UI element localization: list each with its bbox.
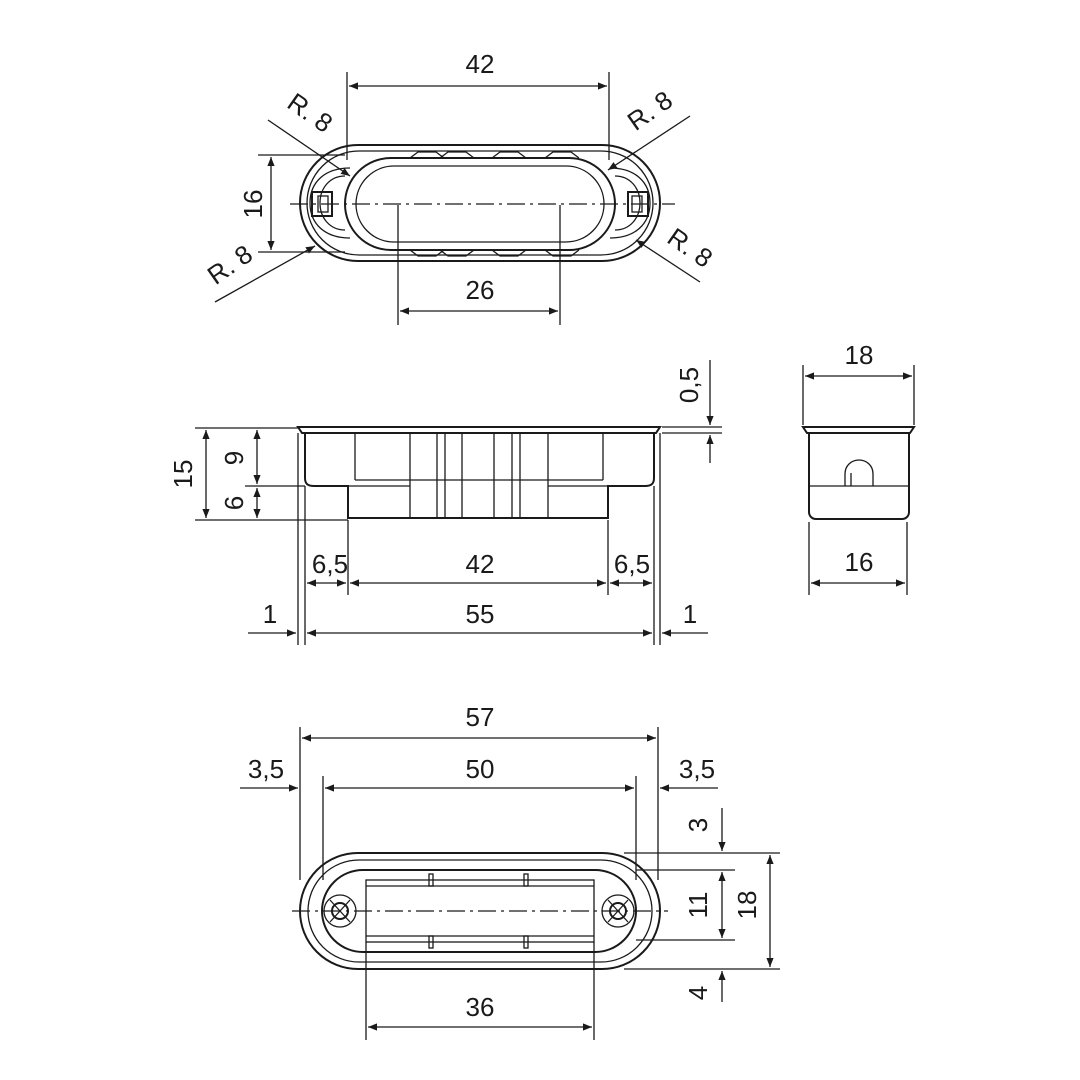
bottom-dim-3: 3: [683, 818, 713, 832]
bottom-dim-18: 18: [732, 891, 762, 920]
end-dim-16: 16: [845, 547, 874, 577]
top-inner-rim: [306, 150, 654, 256]
top-left-screw-pocket: [309, 167, 351, 239]
radius-leader-bl: [214, 245, 316, 303]
side-flange: [296, 426, 662, 434]
end-dim-18: 18: [845, 340, 874, 370]
top-view: 42 16 26 R. 8 R. 8 R. 8 R. 8: [202, 49, 718, 325]
side-dim-6: 6: [219, 496, 249, 510]
top-ribs: [409, 151, 580, 257]
top-dim-42: 42: [466, 49, 495, 79]
bottom-dim-35-left: 3,5: [248, 754, 284, 784]
side-dim-65-right: 6,5: [614, 549, 650, 579]
bottom-dim-35-right: 3,5: [679, 754, 715, 784]
radius-label-tl: R. 8: [282, 87, 338, 139]
side-dim-1-left: 1: [263, 599, 277, 629]
end-screw-boss: [844, 459, 874, 486]
bottom-dim-11: 11: [683, 892, 713, 919]
side-dim-55: 55: [466, 599, 495, 629]
end-flange: [801, 426, 916, 434]
top-right-screw-pocket: [609, 167, 651, 239]
side-dim-9: 9: [219, 451, 249, 465]
radius-leader-tl: [267, 119, 351, 177]
bottom-dim-57: 57: [466, 702, 495, 732]
side-dim-15: 15: [168, 460, 198, 489]
side-dim-05: 0,5: [674, 367, 704, 403]
bottom-dim-50: 50: [466, 754, 495, 784]
radius-leader-tr: [607, 115, 691, 171]
end-view: 18 16: [801, 340, 916, 595]
top-outer-flange: [299, 144, 661, 262]
bottom-dim-4: 4: [683, 986, 713, 1000]
bottom-dim-36: 36: [466, 992, 495, 1022]
side-dim-65-left: 6,5: [312, 549, 348, 579]
top-dim-26: 26: [466, 275, 495, 305]
top-dim-16: 16: [238, 190, 268, 219]
side-body: [304, 433, 655, 519]
end-body: [808, 433, 910, 520]
side-dim-42: 42: [466, 549, 495, 579]
bottom-view: 57 3,5 50 3,5 3 11 4 18 36: [240, 702, 780, 1040]
side-dim-1-right: 1: [683, 599, 697, 629]
side-view: 15 9 6 0,5 6,5 42 6,5 1 55 1: [168, 360, 722, 645]
radius-label-br: R. 8: [662, 222, 718, 274]
radius-leader-br: [635, 239, 701, 283]
